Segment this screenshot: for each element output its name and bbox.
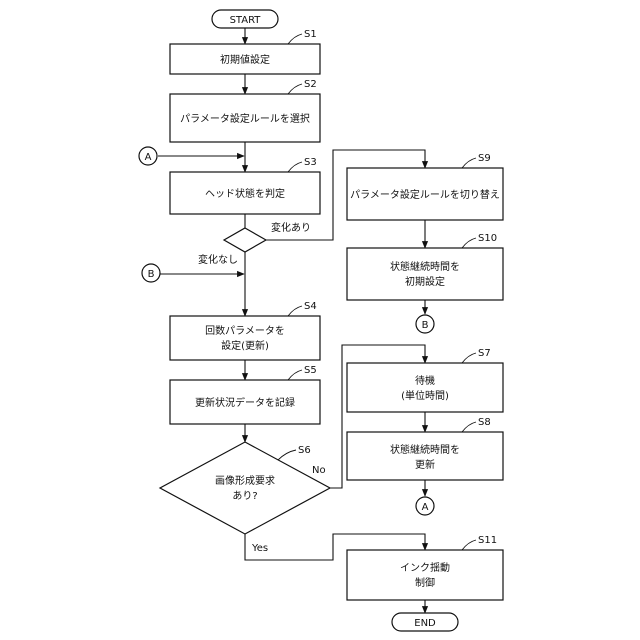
step-s2-label: S2 [304, 79, 317, 90]
step-s8-label: S8 [478, 417, 491, 428]
connector-a-left: A [139, 147, 157, 165]
connector-b-left: B [142, 264, 160, 282]
connector-a-right: A [416, 497, 434, 515]
step-s9-label: S9 [478, 153, 491, 164]
branch-unchanged-label: 変化なし [198, 253, 238, 266]
step-s7-text-line1: 待機 [415, 374, 435, 387]
terminal-start-text: START [230, 15, 262, 26]
step-s11-text-line2: 制御 [415, 576, 435, 589]
connector-a-left-text: A [145, 152, 152, 163]
step-s11-label: S11 [478, 535, 497, 546]
step-s3-label: S3 [304, 157, 317, 168]
branch-changed-label: 変化あり [271, 221, 311, 234]
step-s1-label: S1 [304, 29, 317, 40]
terminal-start: START [212, 10, 278, 28]
step-s8-text-line1: 状態継続時間を [390, 443, 460, 456]
decision-s6-label: S6 [298, 445, 311, 456]
branch-yes-label: Yes [251, 543, 268, 554]
terminal-end: END [392, 613, 458, 631]
branch-no-label: No [312, 465, 326, 476]
step-s3-text: ヘッド状態を判定 [205, 187, 285, 200]
step-s8-text-line2: 更新 [415, 458, 435, 471]
step-s7-label: S7 [478, 348, 491, 359]
connector-a-right-text: A [422, 502, 429, 513]
step-s2-text: パラメータ設定ルールを選択 [180, 112, 310, 125]
step-s9-text: パラメータ設定ルールを切り替え [350, 188, 500, 201]
step-s10-text-line1: 状態継続時間を [390, 260, 460, 273]
connector-b-left-text: B [148, 269, 155, 280]
step-s4-label: S4 [304, 301, 317, 312]
step-s5-text: 更新状況データを記録 [195, 396, 295, 409]
decision-s6: 画像形成要求 あり? S6 [160, 442, 330, 534]
step-s4-text-line1: 回数パラメータを [205, 324, 285, 337]
step-s10-text-line2: 初期設定 [405, 275, 445, 288]
terminal-end-text: END [414, 618, 436, 629]
decision-head-state [224, 228, 266, 252]
step-s11-text-line1: インク揺動 [400, 561, 450, 574]
decision-s6-text-line1: 画像形成要求 [215, 475, 275, 487]
connector-b-right: B [416, 315, 434, 333]
decision-s6-text-line2: あり? [232, 490, 257, 502]
step-s10-label: S10 [478, 233, 497, 244]
step-s5-label: S5 [304, 365, 317, 376]
step-s4-text-line2: 設定(更新) [221, 339, 269, 352]
step-s7-text-line2: (単位時間) [401, 389, 449, 402]
step-s1-text: 初期値設定 [220, 53, 270, 66]
connector-b-right-text: B [422, 320, 429, 331]
